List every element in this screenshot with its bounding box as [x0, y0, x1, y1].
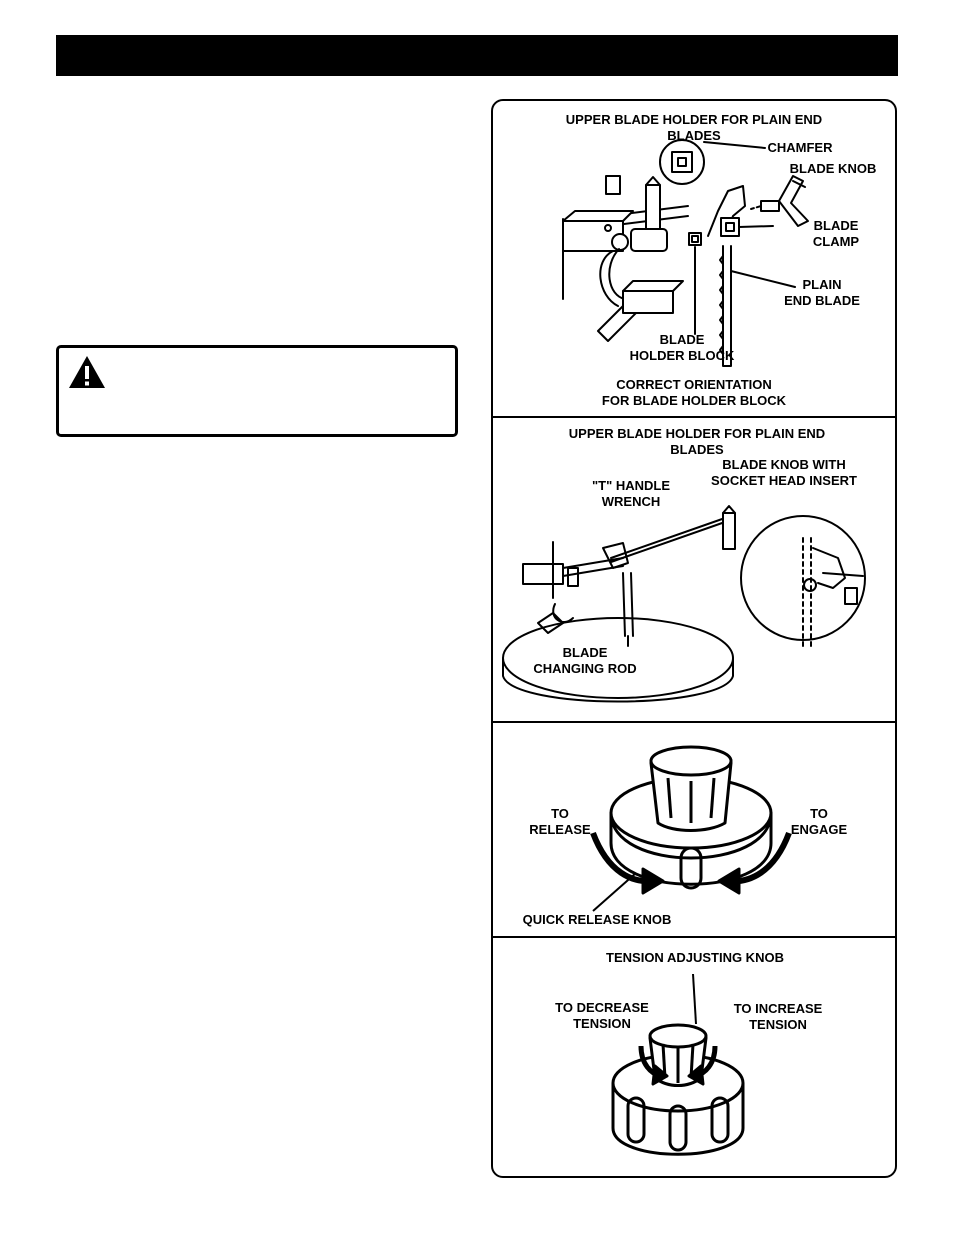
- blade-knob-label: BLADE KNOB: [789, 161, 877, 176]
- to-decrease-tension-label: TO DECREASE TENSION: [555, 1000, 649, 1031]
- figure-frame: [491, 99, 897, 1178]
- plain-end-blade-label: PLAIN END BLADE: [784, 277, 860, 308]
- to-release-label: TO RELEASE: [529, 806, 591, 837]
- to-increase-tension-label: TO INCREASE TENSION: [733, 1001, 823, 1032]
- panel1-title: UPPER BLADE HOLDER FOR PLAIN END BLADES: [565, 112, 823, 143]
- upper-blade-holder-illustration: [562, 139, 809, 367]
- warning-triangle-icon: [69, 356, 105, 388]
- t-handle-wrench-illustration: [502, 505, 866, 703]
- chamfer-label: CHAMFER: [767, 140, 833, 155]
- section-header-bar: [56, 35, 898, 76]
- figure-divider: [493, 936, 895, 938]
- to-engage-label: TO ENGAGE: [790, 806, 848, 837]
- quick-release-knob-label: QUICK RELEASE KNOB: [522, 912, 672, 927]
- panel1-caption: CORRECT ORIENTATION FOR BLADE HOLDER BLO…: [601, 377, 787, 408]
- t-handle-wrench-label: "T" HANDLE WRENCH: [591, 478, 671, 509]
- tension-adjusting-knob-illustration: [611, 973, 745, 1156]
- blade-knob-socket-label: BLADE KNOB WITH SOCKET HEAD INSERT: [711, 457, 857, 488]
- tension-adjusting-knob-label: TENSION ADJUSTING KNOB: [606, 950, 784, 965]
- warning-box: [56, 345, 458, 437]
- figure-divider: [493, 721, 895, 723]
- blade-changing-rod-label: BLADE CHANGING ROD: [533, 645, 637, 676]
- panel2-title: UPPER BLADE HOLDER FOR PLAIN END BLADES: [568, 426, 826, 457]
- blade-holder-block-label: BLADE HOLDER BLOCK: [629, 332, 735, 363]
- figure-divider: [493, 416, 895, 418]
- blade-clamp-label: BLADE CLAMP: [812, 218, 860, 249]
- quick-release-knob-illustration: [590, 745, 792, 912]
